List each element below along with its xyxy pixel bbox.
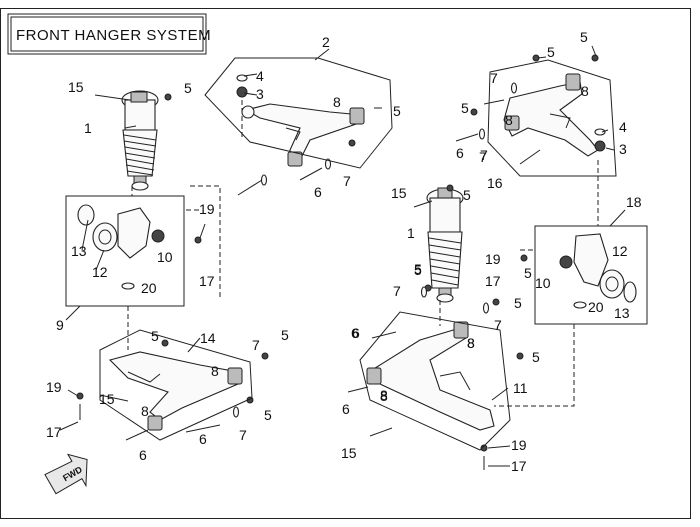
callout-2: 2 xyxy=(322,34,330,50)
callout-numbers: 2 5 5 7 8 5 15 5 4 3 1 8 8 5 7 6 7 6 19 … xyxy=(46,29,642,474)
callout-6: 6 xyxy=(139,447,147,463)
callout-15: 15 xyxy=(99,391,115,407)
callout-5: 5 xyxy=(184,80,192,96)
callout-11: 11 xyxy=(513,380,528,396)
callout-5: 5 xyxy=(514,295,522,311)
callout-16: 16 xyxy=(487,175,503,191)
callout-6: 6 xyxy=(351,325,359,341)
callout-7: 7 xyxy=(252,337,260,353)
callout-6: 6 xyxy=(314,184,322,200)
callout-7: 7 xyxy=(480,147,488,163)
callout-12: 12 xyxy=(92,264,108,280)
dash-lines-right xyxy=(439,160,599,407)
callout-13: 13 xyxy=(71,243,87,259)
callout-12: 12 xyxy=(612,243,628,259)
callout-20: 20 xyxy=(588,299,604,315)
callout-5: 5 xyxy=(524,265,532,281)
leaders-right xyxy=(487,45,626,467)
title-box: FRONT HANGER SYSTEM xyxy=(7,13,211,55)
callout-8: 8 xyxy=(211,363,219,379)
fwd-arrow: FWD xyxy=(44,453,88,495)
knuckle-right xyxy=(520,233,637,309)
callout-20: 20 xyxy=(141,280,157,296)
diagram-frame xyxy=(0,8,691,519)
callout-5: 5 xyxy=(547,44,555,60)
knuckle-left xyxy=(77,204,202,290)
callout-15: 15 xyxy=(341,445,357,461)
callout-7: 7 xyxy=(494,317,502,333)
callout-6: 6 xyxy=(199,431,207,447)
callout-5: 5 xyxy=(461,100,469,116)
callout-8: 8 xyxy=(467,335,475,351)
callout-15: 15 xyxy=(391,185,407,201)
callout-5: 5 xyxy=(414,262,422,278)
callout-14: 14 xyxy=(200,330,216,346)
group-outlines-left xyxy=(99,57,393,441)
upper-arm-left xyxy=(236,74,365,167)
callout-19: 19 xyxy=(46,379,62,395)
lower-arm-right xyxy=(366,321,495,431)
shock-absorber-left xyxy=(121,90,159,191)
callout-17: 17 xyxy=(199,273,215,289)
callout-7: 7 xyxy=(239,427,247,443)
callout-19: 19 xyxy=(485,251,501,267)
callout-18: 18 xyxy=(626,194,642,210)
callout-5: 5 xyxy=(580,29,588,45)
callout-8: 8 xyxy=(141,403,149,419)
callout-7: 7 xyxy=(343,173,351,189)
callout-8: 8 xyxy=(467,335,475,351)
callout-13: 13 xyxy=(614,305,630,321)
callout-5: 5 xyxy=(414,261,422,277)
callout-5: 5 xyxy=(264,407,272,423)
callout-17: 17 xyxy=(485,273,501,289)
group-outlines-right xyxy=(359,59,617,451)
callout-1: 1 xyxy=(407,225,415,241)
callout-10: 10 xyxy=(157,249,173,265)
callout-5: 5 xyxy=(532,349,540,365)
callout-8: 8 xyxy=(505,112,513,128)
callout-19: 19 xyxy=(511,437,527,453)
callout-5: 5 xyxy=(151,328,159,344)
callout-8: 8 xyxy=(333,94,341,110)
callout-5: 5 xyxy=(393,103,401,119)
fasteners-left xyxy=(76,93,382,441)
callout-5: 5 xyxy=(281,327,289,343)
callout-6: 6 xyxy=(352,325,360,341)
callout-3: 3 xyxy=(619,141,627,157)
callout-7: 7 xyxy=(490,70,498,86)
knuckle-box-right xyxy=(534,225,648,325)
callout-1: 1 xyxy=(84,120,92,136)
callout-4: 4 xyxy=(619,119,627,135)
upper-arm-right xyxy=(503,73,606,157)
callout-3: 3 xyxy=(256,86,264,102)
callout-8: 8 xyxy=(380,388,388,404)
callout-4: 4 xyxy=(256,68,264,84)
shock-absorber-right xyxy=(426,187,464,303)
lower-arm-left xyxy=(108,351,243,431)
knuckle-box-left xyxy=(65,195,185,307)
callout-5: 5 xyxy=(463,187,471,203)
diagram-title: FRONT HANGER SYSTEM xyxy=(16,27,211,44)
callout-8: 8 xyxy=(581,83,589,99)
fasteners-right xyxy=(347,54,599,470)
callout-6: 6 xyxy=(456,145,464,161)
callout-8: 8 xyxy=(380,387,388,403)
callout-15: 15 xyxy=(68,79,84,95)
callout-6: 6 xyxy=(342,401,350,417)
callout-17: 17 xyxy=(46,424,62,440)
callout-7: 7 xyxy=(393,283,401,299)
callout-9: 9 xyxy=(56,317,64,333)
callout-19: 19 xyxy=(199,201,215,217)
callout-17: 17 xyxy=(511,458,527,474)
callout-10: 10 xyxy=(535,275,551,291)
leaders-left xyxy=(59,48,330,431)
callout-7: 7 xyxy=(479,149,487,165)
